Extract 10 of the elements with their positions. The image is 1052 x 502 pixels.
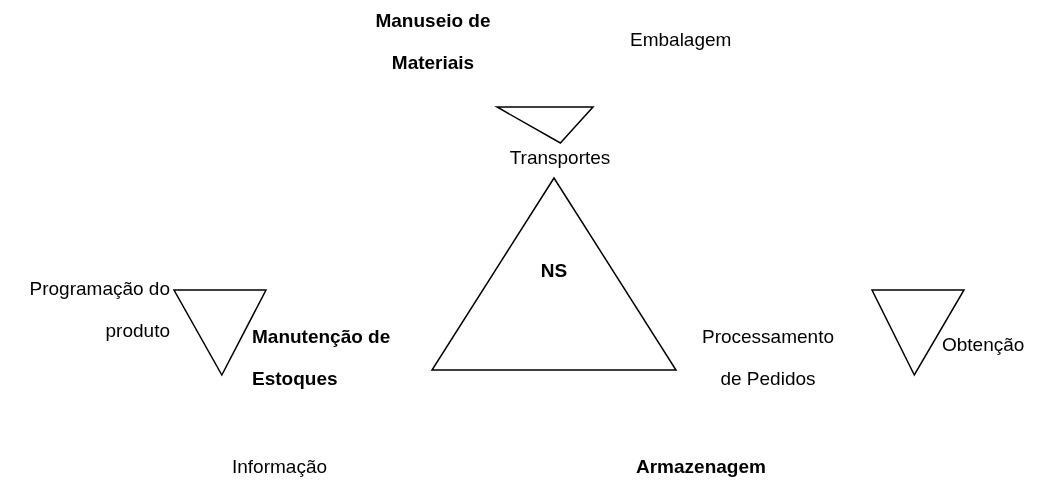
node-label: NS <box>539 258 569 283</box>
corner-label: Embalagem <box>630 28 733 52</box>
corner-label: Manuseio de Materiais <box>374 9 492 75</box>
corner-label: Programação do produto <box>28 277 170 343</box>
corner-label: Transportes <box>508 146 612 170</box>
corner-label: Obtenção <box>942 333 1026 357</box>
corner-label: Informação <box>232 455 329 479</box>
corner-label: Manutenção de Estoques <box>252 325 392 391</box>
corner-label: Processamento de Pedidos <box>701 325 835 391</box>
corner-label: Armazenagem <box>636 455 767 479</box>
